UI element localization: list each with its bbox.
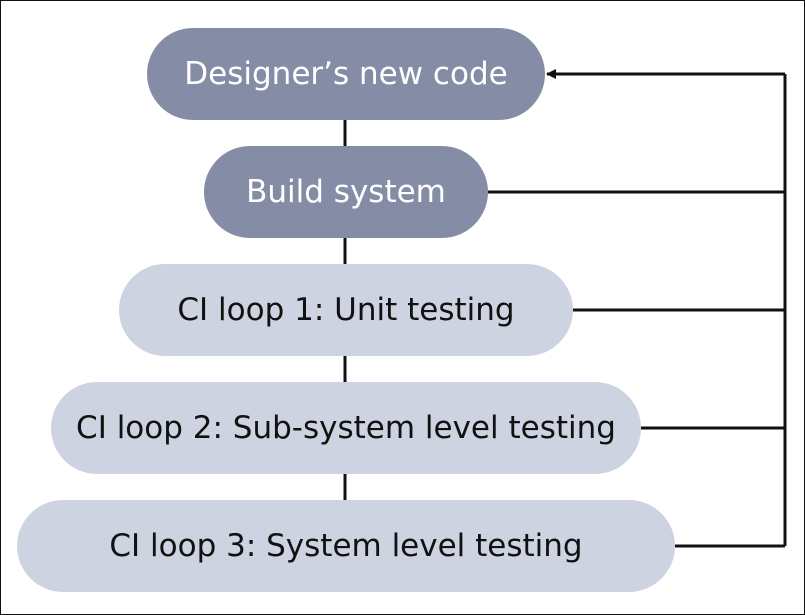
node-label-designers-new-code: Designer’s new code [184,55,508,92]
ci-loop-1-node: CI loop 1: Unit testing [119,264,573,356]
designers-new-code-node: Designer’s new code [147,28,545,120]
node-label-build-system: Build system [246,173,446,210]
build-system-node: Build system [204,146,488,238]
node-label-ci-loop-1: CI loop 1: Unit testing [177,291,515,328]
ci-loop-2-node: CI loop 2: Sub-system level testing [51,382,641,474]
ci-loop-3-node: CI loop 3: System level testing [17,500,675,592]
node-label-ci-loop-3: CI loop 3: System level testing [109,527,583,564]
node-label-ci-loop-2: CI loop 2: Sub-system level testing [76,409,616,446]
